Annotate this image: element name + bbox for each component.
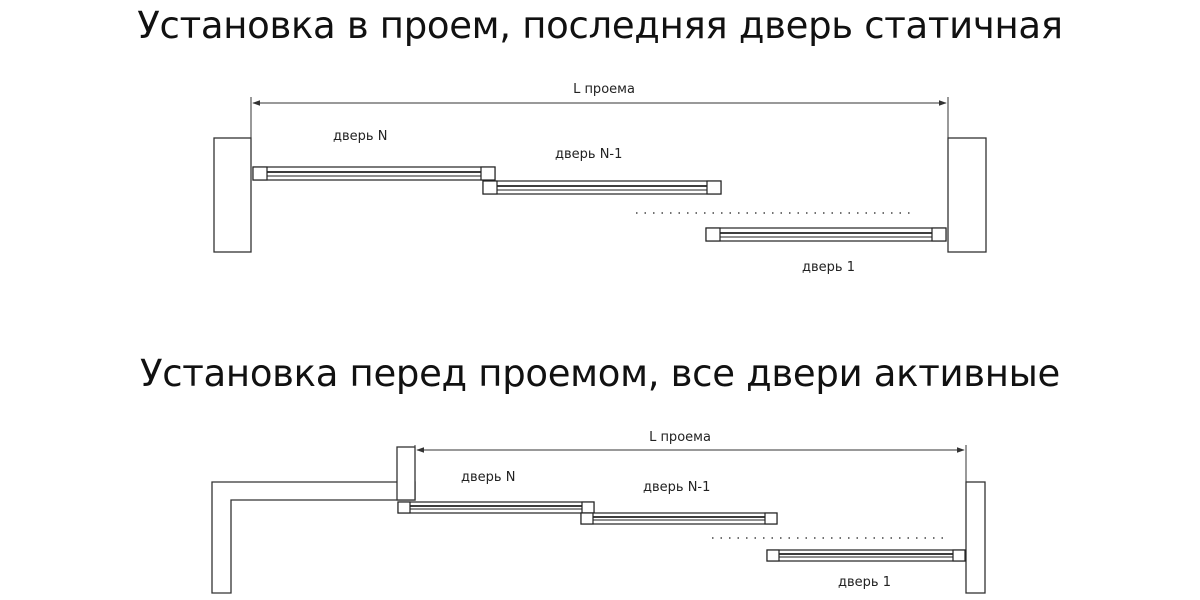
door-n-1-label: дверь N-1 xyxy=(555,147,622,162)
diagram-2-title: Установка перед проемом, все двери актив… xyxy=(140,352,1060,395)
diagram-1: L проема дверь N дверь N-1 дв xyxy=(213,82,987,275)
door-n-label: дверь N xyxy=(333,129,387,144)
door-n-1-profile xyxy=(580,512,778,525)
right-wall xyxy=(965,481,986,594)
door-n-profile xyxy=(397,501,595,514)
door-n-1-label: дверь N-1 xyxy=(643,480,710,495)
door-n-label: дверь N xyxy=(461,470,515,485)
left-wall-l-shaped xyxy=(211,481,416,594)
opening-width-label: L проема xyxy=(649,430,711,445)
door-n-profile xyxy=(252,166,496,181)
door-1-label: дверь 1 xyxy=(838,575,891,590)
right-wall xyxy=(947,137,987,253)
diagram-1-title: Установка в проем, последняя дверь стати… xyxy=(137,4,1063,47)
left-wall xyxy=(213,137,252,253)
opening-width-label: L проема xyxy=(573,82,635,97)
left-wall-jamb xyxy=(396,446,416,501)
door-1-profile xyxy=(705,227,947,242)
door-1-profile xyxy=(766,549,966,562)
door-n-1-profile xyxy=(482,180,722,195)
diagram-2: L проема дверь N дверь N-1 дв xyxy=(211,430,986,594)
door-1-label: дверь 1 xyxy=(802,260,855,275)
